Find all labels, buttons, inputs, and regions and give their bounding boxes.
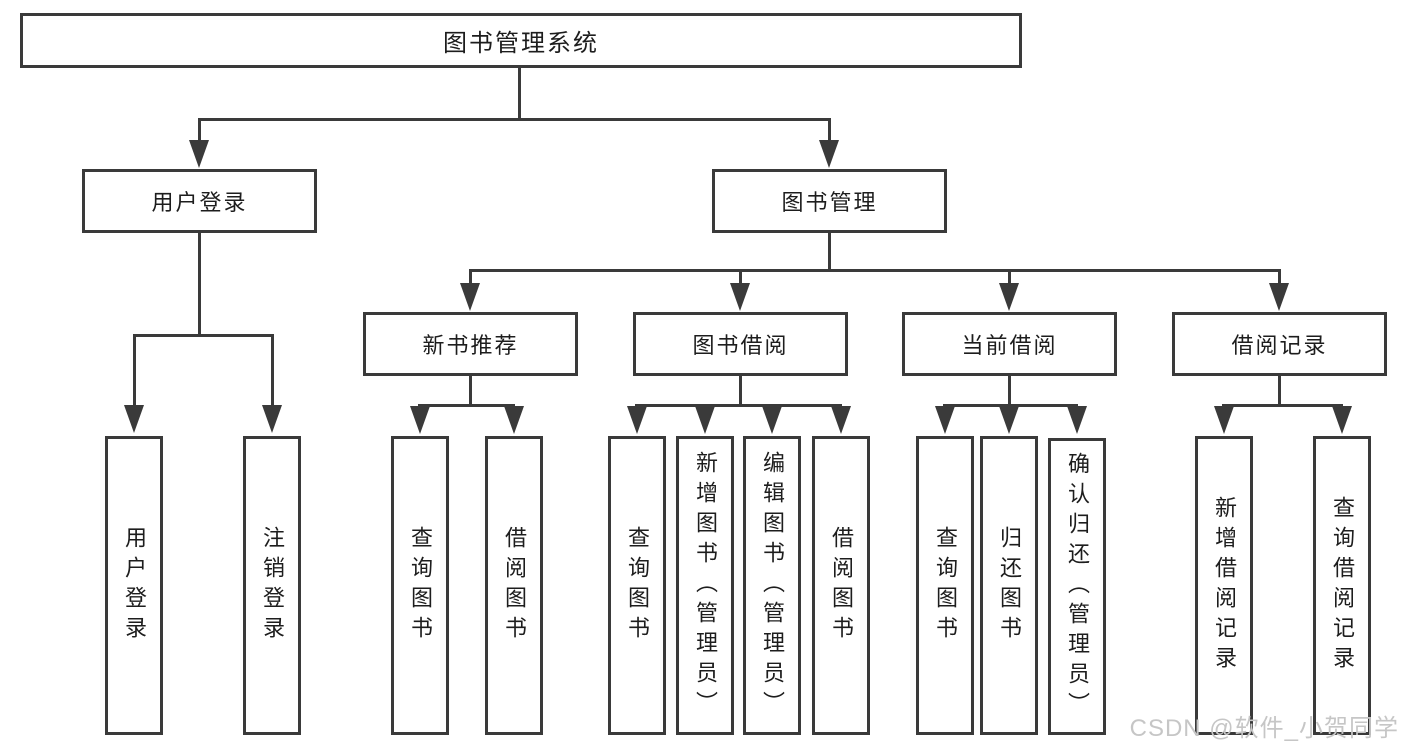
connector-drop-borrowing-records bbox=[1278, 269, 1281, 285]
arrowhead-down-icon bbox=[124, 405, 144, 433]
leaf-add-borrow-record: 新增借阅记录 bbox=[1195, 436, 1253, 735]
arrowhead-down-icon bbox=[1214, 406, 1234, 434]
connector-drop-book-borrowing bbox=[739, 269, 742, 285]
arrowhead-down-icon bbox=[999, 283, 1019, 311]
arrowhead-down-icon bbox=[262, 405, 282, 433]
node-book-borrowing: 图书借阅 bbox=[633, 312, 848, 376]
leaf-logout-login: 注销登录 bbox=[243, 436, 301, 735]
leaf-query-books-recommend: 查询图书 bbox=[391, 436, 449, 735]
leaf-add-books-admin: 新增图书（管理员） bbox=[676, 436, 734, 735]
arrowhead-down-icon bbox=[1332, 406, 1352, 434]
connector-level3-split bbox=[469, 269, 1281, 272]
node-borrowing-records: 借阅记录 bbox=[1172, 312, 1387, 376]
arrowhead-down-icon bbox=[819, 140, 839, 168]
leaf-borrow-books-recommend: 借阅图书 bbox=[485, 436, 543, 735]
arrowhead-down-icon bbox=[762, 406, 782, 434]
connector-level2-split bbox=[198, 118, 831, 121]
connector-drop-user-login bbox=[198, 118, 201, 144]
leaf-return-books: 归还图书 bbox=[980, 436, 1038, 735]
connector-drop-book-management bbox=[828, 118, 831, 144]
leaf-query-books-borrowing: 查询图书 bbox=[608, 436, 666, 735]
node-current-borrowing: 当前借阅 bbox=[902, 312, 1117, 376]
connector-root-trunk bbox=[518, 66, 521, 120]
node-root: 图书管理系统 bbox=[20, 13, 1022, 68]
arrowhead-down-icon bbox=[1067, 406, 1087, 434]
connector-current-borrowing-trunk bbox=[1008, 374, 1011, 407]
arrowhead-down-icon bbox=[831, 406, 851, 434]
watermark: CSDN @软件_小贺同学 bbox=[1129, 715, 1399, 742]
leaf-user-login: 用户登录 bbox=[105, 436, 163, 735]
connector-drop-current-borrowing bbox=[1008, 269, 1011, 285]
leaf-query-borrow-record: 查询借阅记录 bbox=[1313, 436, 1371, 735]
connector-user-login-trunk bbox=[198, 231, 201, 337]
connector-drop-leaf-logout bbox=[271, 334, 274, 408]
node-new-book-recommendation: 新书推荐 bbox=[363, 312, 578, 376]
leaf-confirm-return-admin: 确认归还（管理员） bbox=[1048, 438, 1106, 735]
arrowhead-down-icon bbox=[189, 140, 209, 168]
arrowhead-down-icon bbox=[460, 283, 480, 311]
leaf-edit-books-admin: 编辑图书（管理员） bbox=[743, 436, 801, 735]
arrowhead-down-icon bbox=[504, 406, 524, 434]
connector-book-management-trunk bbox=[828, 231, 831, 271]
connector-user-login-split bbox=[133, 334, 274, 337]
arrowhead-down-icon bbox=[695, 406, 715, 434]
connector-book-borrowing-trunk bbox=[739, 374, 742, 407]
connector-drop-new-book bbox=[469, 269, 472, 285]
leaf-query-books-current: 查询图书 bbox=[916, 436, 974, 735]
arrowhead-down-icon bbox=[410, 406, 430, 434]
arrowhead-down-icon bbox=[999, 406, 1019, 434]
connector-current-borrowing-leaf-split bbox=[943, 404, 1078, 407]
node-book-management: 图书管理 bbox=[712, 169, 947, 233]
connector-new-book-trunk bbox=[469, 374, 472, 407]
arrowhead-down-icon bbox=[935, 406, 955, 434]
connector-new-book-leaf-split bbox=[418, 404, 515, 407]
connector-book-borrowing-leaf-split bbox=[635, 404, 842, 407]
arrowhead-down-icon bbox=[627, 406, 647, 434]
leaf-borrow-books-borrowing: 借阅图书 bbox=[812, 436, 870, 735]
connector-borrowing-records-leaf-split bbox=[1222, 404, 1343, 407]
connector-borrowing-records-trunk bbox=[1278, 374, 1281, 407]
arrowhead-down-icon bbox=[730, 283, 750, 311]
node-user-login: 用户登录 bbox=[82, 169, 317, 233]
arrowhead-down-icon bbox=[1269, 283, 1289, 311]
connector-drop-leaf-user-login bbox=[133, 334, 136, 408]
